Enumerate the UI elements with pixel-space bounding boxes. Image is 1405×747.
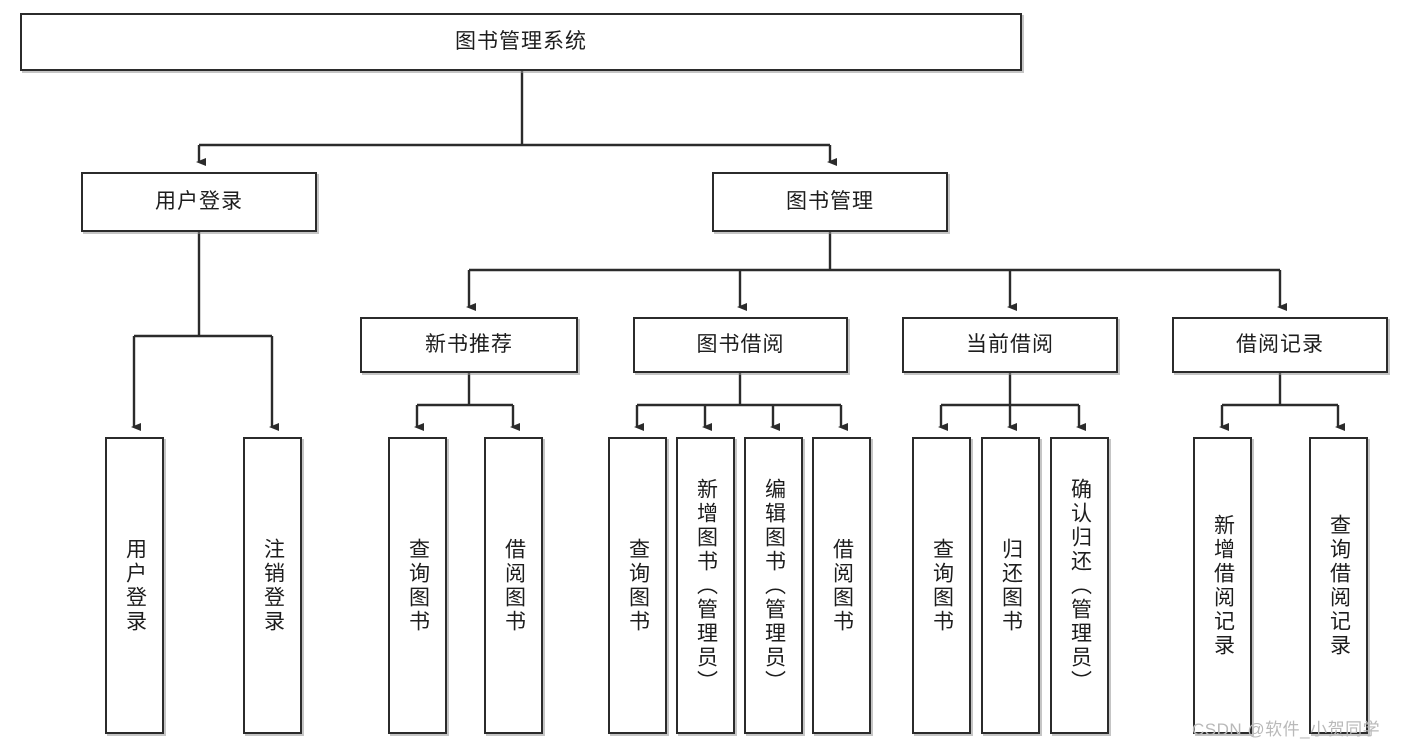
node-new-book-recommend[interactable]: 新书推荐 [360,317,578,373]
node-label: 借阅图书 [830,537,854,634]
leaf-query-book-recommend[interactable]: 查询图书 [388,437,447,734]
node-label: 图书管理系统 [455,30,587,54]
node-label: 借阅图书 [502,537,526,634]
leaf-add-book-admin[interactable]: 新增图书（管理员） [676,437,735,734]
leaf-borrow-book[interactable]: 借阅图书 [812,437,871,734]
leaf-edit-book-admin[interactable]: 编辑图书（管理员） [744,437,803,734]
node-label: 查询图书 [626,537,650,634]
leaf-query-book-borrow[interactable]: 查询图书 [608,437,667,734]
node-label: 确认归还（管理员） [1068,477,1092,694]
leaf-logout[interactable]: 注销登录 [243,437,302,734]
leaf-user-login[interactable]: 用户登录 [105,437,164,734]
leaf-return-book[interactable]: 归还图书 [981,437,1040,734]
node-user-login[interactable]: 用户登录 [81,172,317,232]
node-book-management-system[interactable]: 图书管理系统 [20,13,1022,71]
node-label: 用户登录 [155,190,243,214]
node-label: 查询图书 [930,537,954,634]
node-label: 注销登录 [261,537,285,634]
node-label: 新增借阅记录 [1211,513,1235,658]
csdn-watermark: CSDN @软件_小贺同学 [1192,720,1381,739]
node-label: 用户登录 [123,537,147,634]
leaf-confirm-return-admin[interactable]: 确认归还（管理员） [1050,437,1109,734]
node-label: 新增图书（管理员） [694,477,718,694]
leaf-borrow-book-recommend[interactable]: 借阅图书 [484,437,543,734]
node-current-borrow[interactable]: 当前借阅 [902,317,1118,373]
node-book-borrow[interactable]: 图书借阅 [633,317,848,373]
leaf-query-book-current[interactable]: 查询图书 [912,437,971,734]
node-label: 当前借阅 [966,333,1054,357]
leaf-query-borrow-record[interactable]: 查询借阅记录 [1309,437,1368,734]
node-label: 归还图书 [999,537,1023,634]
node-label: 查询图书 [406,537,430,634]
node-label: 图书管理 [786,190,874,214]
node-label: 查询借阅记录 [1327,513,1351,658]
node-label: 借阅记录 [1236,333,1324,357]
node-label: 新书推荐 [425,333,513,357]
node-label: 编辑图书（管理员） [762,477,786,694]
leaf-add-borrow-record[interactable]: 新增借阅记录 [1193,437,1252,734]
node-label: 图书借阅 [696,333,785,357]
node-borrow-record[interactable]: 借阅记录 [1172,317,1388,373]
node-book-management[interactable]: 图书管理 [712,172,948,232]
